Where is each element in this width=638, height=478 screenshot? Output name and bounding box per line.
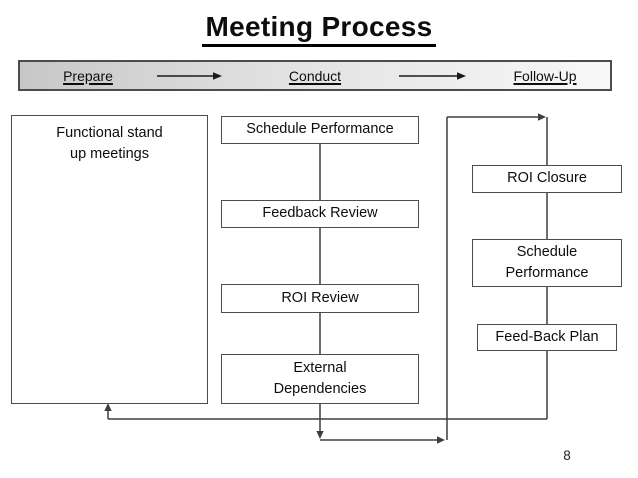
- box-schedule-performance-followup: Schedule Performance: [472, 239, 622, 287]
- phase-label-followup: Follow-Up: [513, 67, 577, 84]
- phase-label-conduct: Conduct: [288, 67, 342, 84]
- connector-return-line: [104, 403, 547, 420]
- connector-bottom-right-arrow: [320, 436, 445, 444]
- box-external-dependencies: External Dependencies: [221, 354, 419, 404]
- box-feedback-plan: Feed-Back Plan: [477, 324, 617, 351]
- box-feedback-review: Feedback Review: [221, 200, 419, 228]
- page-number: 8: [563, 448, 571, 463]
- box-functional-standup: Functional stand up meetings: [11, 115, 208, 404]
- connector-top-arrow-to-followup: [447, 113, 546, 121]
- phase-banner: Prepare Conduct Follow-Up: [18, 60, 612, 91]
- page-title-text: Meeting Process: [202, 11, 436, 47]
- connector-externaldeps-down-arrow: [316, 404, 324, 439]
- phase-label-prepare: Prepare: [63, 67, 113, 84]
- box-roi-review: ROI Review: [221, 284, 419, 313]
- box-schedule-performance-conduct: Schedule Performance: [221, 116, 419, 144]
- page-title: Meeting Process: [0, 11, 638, 47]
- box-roi-closure: ROI Closure: [472, 165, 622, 193]
